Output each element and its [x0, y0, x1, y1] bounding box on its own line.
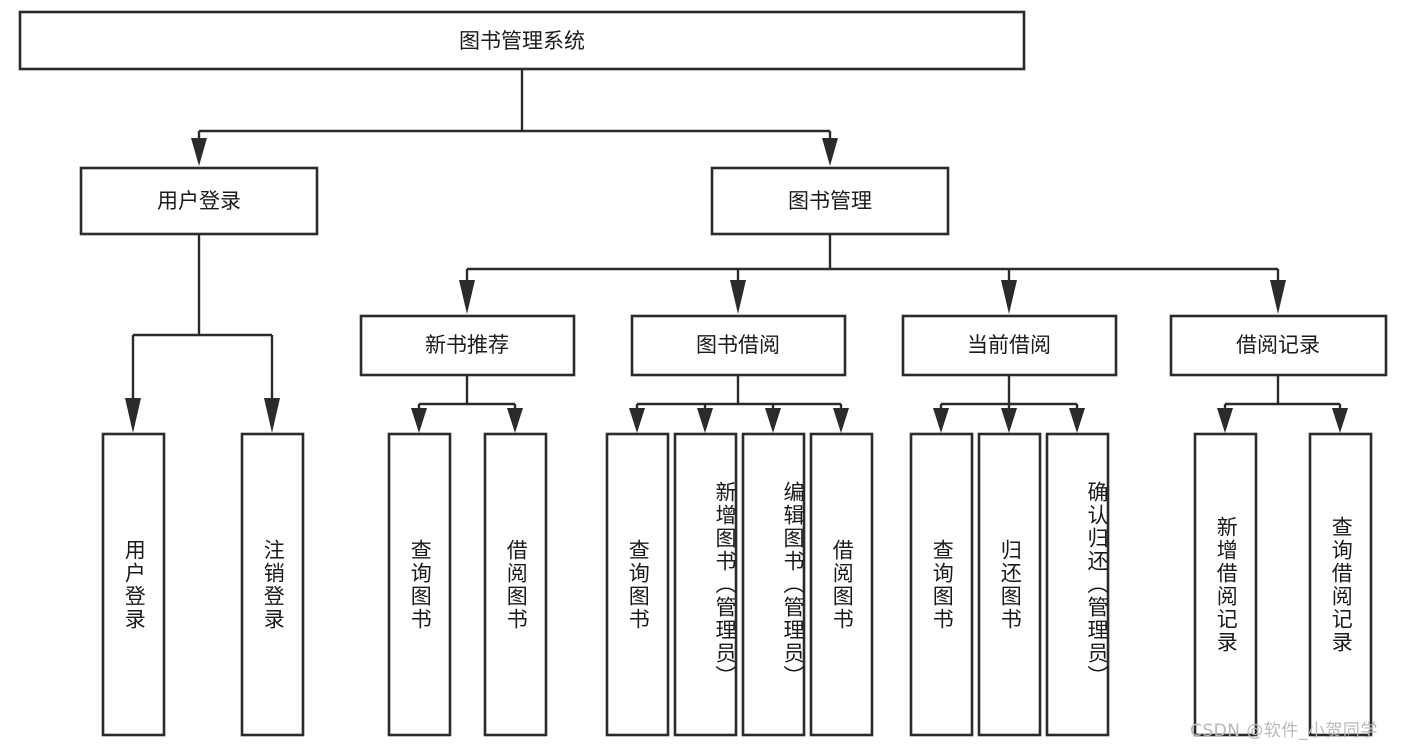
arrowhead-bb-leaf-2	[697, 408, 713, 433]
node-box-leaf-borrow-book-1[interactable]	[483, 432, 548, 737]
arrowhead-user-login-leaf-2	[264, 398, 280, 433]
node-box-leaf-logout[interactable]	[240, 432, 305, 737]
node-box-user-login[interactable]	[79, 166, 319, 236]
connector-group-borrow-record-to-leaves	[1217, 375, 1348, 433]
connector-group-current-borrow-to-leaves	[933, 375, 1085, 433]
arrowhead-bm-borrow-record	[1270, 280, 1286, 314]
node-box-leaf-borrow-book-2[interactable]	[809, 432, 874, 737]
node-label-user-login: 用户登录	[157, 189, 241, 213]
node-box-current-borrow[interactable]	[901, 314, 1118, 377]
node-box-leaf-edit-book[interactable]	[741, 432, 806, 737]
node-box-leaf-confirm-return[interactable]	[1045, 432, 1110, 737]
node-box-leaf-add-record[interactable]	[1193, 432, 1258, 737]
node-box-leaf-query-record[interactable]	[1308, 432, 1373, 737]
arrowhead-user-login-leaf-1	[125, 398, 141, 433]
node-box-leaf-query-book-1[interactable]	[387, 432, 452, 737]
node-label-book-manage: 图书管理	[788, 189, 872, 213]
node-box-leaf-query-book-2[interactable]	[605, 432, 670, 737]
connector-group-new-book-rec-to-leaves	[411, 375, 523, 433]
arrowhead-bb-leaf-4	[833, 408, 849, 433]
node-box-new-book-rec[interactable]	[359, 314, 576, 377]
arrowhead-bm-book-borrow	[730, 280, 746, 314]
node-box-leaf-user-login[interactable]	[101, 432, 166, 737]
arrowhead-bm-new-book-rec	[459, 280, 475, 314]
node-label-book-borrow: 图书借阅	[696, 333, 780, 357]
node-box-leaf-add-book[interactable]	[673, 432, 738, 737]
arrowhead-nbr-leaf-1	[411, 408, 427, 433]
node-box-leaf-query-book-3[interactable]	[909, 432, 974, 737]
arrowhead-br-leaf-2	[1332, 408, 1348, 433]
connector-group-book-borrow-to-leaves	[629, 375, 849, 433]
arrowhead-cb-leaf-1	[933, 408, 949, 433]
arrowhead-cb-leaf-3	[1069, 408, 1085, 433]
arrowhead-bb-leaf-3	[765, 408, 781, 433]
node-box-book-borrow[interactable]	[630, 314, 847, 377]
node-label-new-book-rec: 新书推荐	[425, 333, 509, 357]
connector-group-user-login-to-leaves	[125, 234, 280, 433]
connector-group-root-to-level2	[191, 69, 838, 166]
arrowhead-bm-current-borrow	[1001, 280, 1017, 314]
watermark-label: CSDN @软件_小贺同学	[1190, 721, 1378, 741]
node-label-borrow-record: 借阅记录	[1236, 333, 1320, 357]
arrowhead-nbr-leaf-2	[507, 408, 523, 433]
arrowhead-root-to-book-manage	[822, 138, 838, 166]
arrowhead-bb-leaf-1	[629, 408, 645, 433]
node-label-root: 图书管理系统	[459, 29, 585, 53]
arrowhead-root-to-user-login	[191, 138, 207, 166]
node-box-root[interactable]	[18, 10, 1026, 71]
node-box-leaf-return-book[interactable]	[977, 432, 1042, 737]
arrowhead-br-leaf-1	[1217, 408, 1233, 433]
node-label-current-borrow: 当前借阅	[967, 333, 1051, 357]
connector-group-book-manage-to-level3	[459, 234, 1286, 314]
node-box-borrow-record[interactable]	[1169, 314, 1388, 377]
arrowhead-cb-leaf-2	[1001, 408, 1017, 433]
node-box-book-manage[interactable]	[710, 166, 950, 236]
